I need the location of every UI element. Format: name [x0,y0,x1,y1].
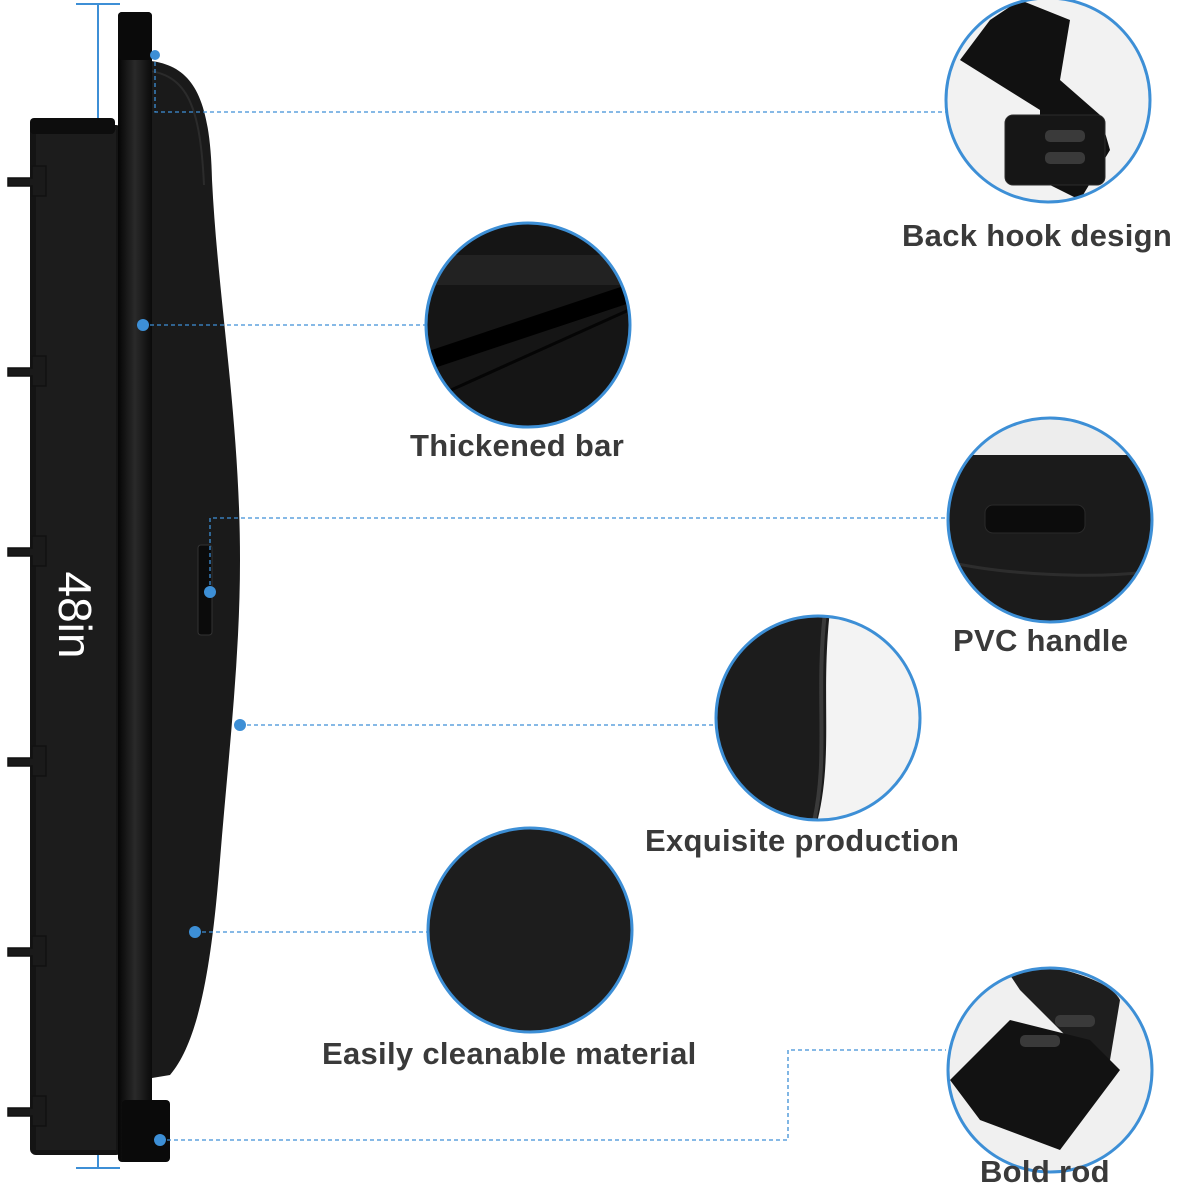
detail-hook-photo [944,0,1152,204]
dimension-label: 48in [49,571,101,659]
label-pvc-handle: PVC handle [953,623,1129,658]
detail-fabric-photo [426,826,634,1034]
detail-stitching-photo [714,614,922,822]
fabric-roll [30,118,122,1155]
detail-handle-photo [946,416,1154,624]
cover-panel [139,60,240,1080]
label-thickened-bar: Thickened bar [410,428,625,463]
front-bar [118,12,170,1162]
leader-lines [143,55,948,1141]
detail-bar-photo [424,221,632,429]
label-back-hook-design: Back hook design [902,218,1173,253]
label-bold-rod: Bold rod [980,1154,1110,1189]
label-exquisite-production: Exquisite production [645,823,960,858]
detail-rod-photo [946,966,1154,1174]
label-easily-cleanable-material: Easily cleanable material [322,1036,697,1071]
side-clips [7,165,47,1127]
